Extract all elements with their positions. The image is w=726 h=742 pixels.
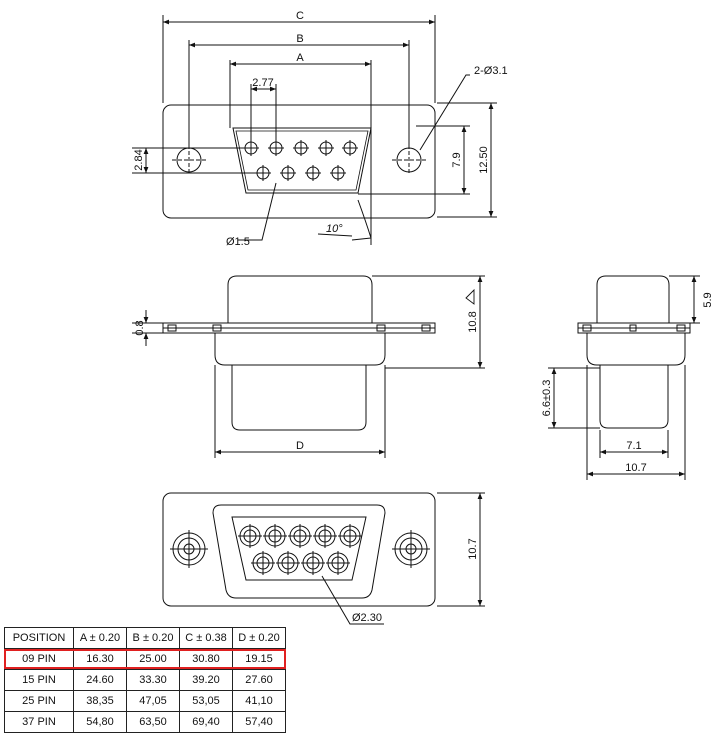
dim-row-spacing-label: 7.9 [451,152,463,167]
dim-b-label: B [296,33,303,45]
mount-hole-right [392,145,426,175]
dim-angle-label: 10° [326,223,343,235]
table-header-row: POSITION A ± 0.20 B ± 0.20 C ± 0.38 D ± … [4,627,286,649]
front-view [132,275,485,458]
table-cell: 09 PIN [4,648,74,670]
dim-bottom-height-label: 10.7 [467,538,479,559]
dim-side-top-label: 5.9 [702,292,714,307]
front-top-shell [227,275,373,323]
top-shell-trapezoid [232,127,372,194]
bottom-shell [212,504,386,599]
table-row: 09 PIN 16.30 25.00 30.80 19.15 [4,648,286,670]
front-bottom-shell [214,333,386,366]
table-cell: 54,80 [73,711,127,733]
side-bottom-shell [586,333,686,366]
table-cell: 24.60 [73,669,127,691]
dim-pitch-label: 2.77 [252,77,273,89]
bottom-pins [238,524,362,575]
bottom-mount-holes [170,530,430,568]
top-pins [243,140,358,181]
side-top-shell [596,275,670,323]
table-cell: 25.00 [126,648,180,670]
top-view [132,15,497,245]
bottom-view [162,492,485,625]
dim-mount-holes-label: 2-Ø3.1 [474,65,508,77]
mount-hole-left [172,145,206,175]
table-cell: 41,10 [232,690,286,712]
table-cell: 63,50 [126,711,180,733]
table-row: 15 PIN 24.60 33.30 39.20 27.60 [4,669,286,691]
table-cell: 39.20 [179,669,233,691]
col-a-header: A ± 0.20 [73,627,127,649]
table-cell: 47,05 [126,690,180,712]
dim-bottom-pin-dia-label: Ø2.30 [352,612,382,624]
dim-c-label: C [296,10,304,22]
technical-drawing: C B A 2.77 2-Ø3.1 2.84 7.9 12.50 10° Ø1.… [132,10,714,625]
side-view [548,275,700,480]
top-flange [162,104,436,219]
dim-a-label: A [296,52,304,64]
col-c-header: C ± 0.38 [179,627,233,649]
table-cell: 25 PIN [4,690,74,712]
dim-side-outer-label: 10.7 [625,462,646,474]
dim-side-inner-label: 7.1 [626,440,641,452]
col-position-header: POSITION [4,627,74,649]
bottom-flange [162,492,436,607]
table-cell: 53,05 [179,690,233,712]
dim-body-height-label: 10.8 [467,311,479,332]
dim-row-offset-label: 2.84 [133,149,145,170]
table-cell: 15 PIN [4,669,74,691]
table-cell: 27.60 [232,669,286,691]
table-cell: 16.30 [73,648,127,670]
table-row: 37 PIN 54,80 63,50 69,40 57,40 [4,711,286,733]
table-cell: 19.15 [232,648,286,670]
dim-height-label: 12.50 [478,146,490,174]
table-cell: 38,35 [73,690,127,712]
table-cell: 30.80 [179,648,233,670]
dim-d-label: D [296,440,304,452]
table-cell: 33.30 [126,669,180,691]
table-cell: 57,40 [232,711,286,733]
col-b-header: B ± 0.20 [126,627,180,649]
table-row: 25 PIN 38,35 47,05 53,05 41,10 [4,690,286,712]
table-cell: 69,40 [179,711,233,733]
col-d-header: D ± 0.20 [232,627,286,649]
dim-pin-dia-label: Ø1.5 [226,236,250,248]
dimension-table: POSITION A ± 0.20 B ± 0.20 C ± 0.38 D ± … [4,627,286,733]
dim-flange-thickness-label: 0.8 [134,320,146,335]
dim-side-depth-label: 6.6±0.3 [541,380,553,417]
table-cell: 37 PIN [4,711,74,733]
